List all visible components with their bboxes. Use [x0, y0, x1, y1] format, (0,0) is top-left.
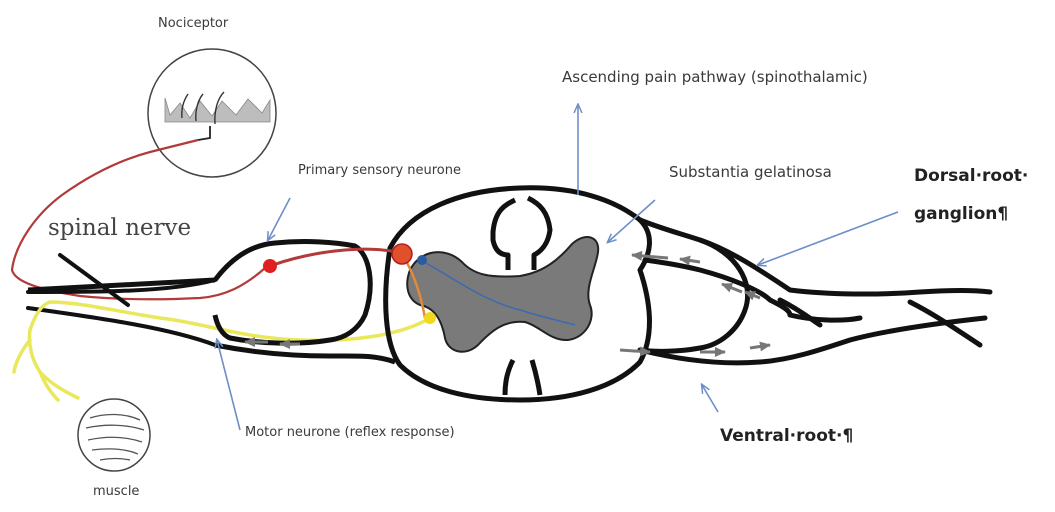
ventral-root-label: Ventral·root·¶: [720, 426, 853, 446]
nociceptor-skin-icon: [148, 49, 276, 177]
synapse-ascending-dot: [417, 255, 427, 265]
synapse-dorsal-horn-dot: [392, 244, 412, 264]
spinal-nerve-trunk: [28, 255, 215, 345]
nociceptor-label: Nociceptor: [158, 16, 228, 31]
motor-neurone-label: Motor neurone (reflex response): [245, 425, 455, 440]
motor-neurone-arrow: [217, 340, 240, 430]
dorsal-root-ganglion-label-line2: ganglion¶: [914, 204, 1008, 224]
synapse-motor-dot: [424, 312, 436, 324]
muscle-fibre-icon: [78, 399, 150, 471]
right-spinal-nerve: [640, 220, 990, 363]
spinal-nerve-label: spinal nerve: [48, 215, 191, 241]
ascending-pathway-label: Ascending pain pathway (spinothalamic): [562, 68, 868, 86]
ventral-root-arrow: [702, 385, 718, 412]
dorsal-root-ganglion-label-line1: Dorsal·root·: [914, 166, 1028, 186]
substantia-gelatinosa-label: Substantia gelatinosa: [669, 163, 832, 181]
dorsal-root-ganglion-arrow: [758, 212, 898, 265]
primary-sensory-arrow: [268, 198, 290, 240]
synapse-sensory-dot: [263, 259, 277, 273]
muscle-label: muscle: [93, 484, 139, 499]
sensory-fibre-central: [265, 249, 400, 268]
primary-sensory-label: Primary sensory neurone: [298, 163, 461, 178]
